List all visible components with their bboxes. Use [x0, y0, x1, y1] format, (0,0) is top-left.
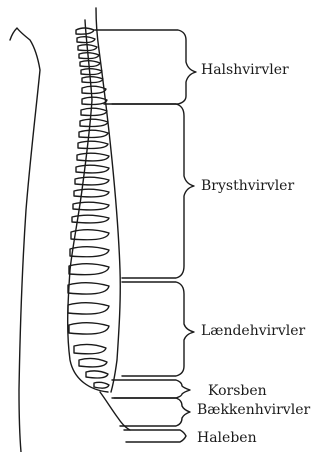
bracket-cervical	[95, 30, 196, 104]
label-lumbar: Lændehvirvler	[201, 323, 305, 339]
label-thoracic: Brysthvirvler	[201, 178, 294, 194]
bracket-thoracic	[112, 104, 194, 278]
bracket-pelvic	[114, 398, 190, 426]
label-pelvic: Bækkenhvirvler	[197, 402, 310, 418]
bracket-coccyx	[124, 430, 186, 442]
bracket-sacrum	[112, 380, 190, 398]
bracket-lumbar	[122, 282, 194, 376]
spinal-canal-front	[96, 8, 120, 392]
label-sacrum: Korsben	[208, 383, 267, 399]
body-outline	[10, 28, 40, 452]
label-coccyx: Haleben	[197, 430, 257, 446]
region-brackets	[95, 30, 196, 442]
label-cervical: Halshvirvler	[201, 62, 289, 78]
